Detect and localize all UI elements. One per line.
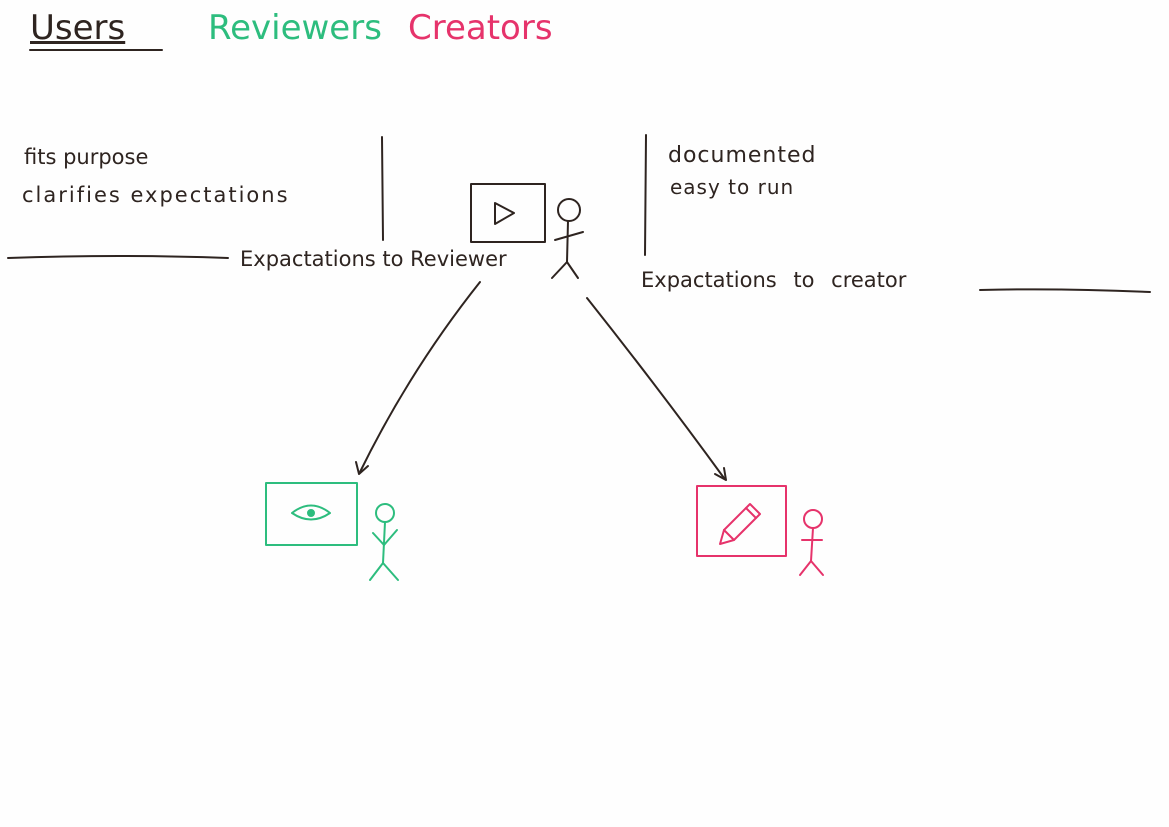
creators-heading: Creators [408, 8, 553, 48]
note-fits-purpose: fits purpose [24, 145, 149, 169]
arrowhead-creator-icon [714, 467, 727, 481]
reviewer-stick-figure [369, 503, 399, 581]
user-stick-figure [551, 198, 584, 279]
reviewer-group [265, 482, 399, 581]
arrowhead-reviewer-icon [355, 461, 369, 475]
creator-stick-figure [799, 509, 824, 576]
note-easy-to-run: easy to run [670, 175, 795, 199]
divider-right-vertical [644, 134, 647, 256]
divider-left-vertical [381, 136, 384, 241]
reviewer-box [265, 482, 358, 546]
note-clarifies-expectations: clarifies expectations [22, 183, 290, 207]
arrow-to-creator [586, 297, 725, 479]
video-box [470, 183, 546, 243]
note-documented: documented [668, 143, 817, 168]
creator-group [696, 485, 824, 576]
label-expectations-to-creator: Expactations to creator [641, 268, 907, 292]
label-expectations-to-reviewer: Expactations to Reviewer [240, 247, 507, 271]
eye-icon [291, 504, 331, 521]
users-heading: Users [30, 8, 126, 48]
creator-rule-line [979, 288, 1151, 293]
reviewer-rule-line [7, 255, 229, 259]
play-icon [494, 202, 515, 225]
reviewers-heading: Reviewers [208, 8, 382, 48]
arrow-to-reviewer [359, 281, 481, 473]
creator-box [696, 485, 787, 557]
pencil-icon [719, 503, 761, 545]
